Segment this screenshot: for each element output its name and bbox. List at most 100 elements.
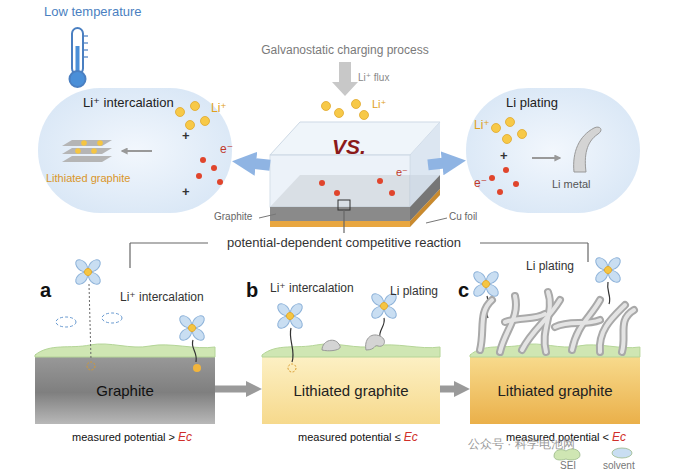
bracket-line xyxy=(130,210,588,268)
cell-box xyxy=(389,190,395,196)
reaction-arrow xyxy=(428,162,453,165)
solvent-molecule xyxy=(65,247,630,350)
thermometer-icon xyxy=(70,71,86,87)
leader-line xyxy=(259,214,276,218)
electrode-slab: Graphite xyxy=(35,354,215,424)
electrode-slab: Lithiated graphite xyxy=(470,354,640,424)
reaction-arrow xyxy=(245,163,270,166)
panel-letter: c xyxy=(458,278,469,302)
potential-symbol: Ec xyxy=(612,430,626,444)
node-heading: Lithiated graphite xyxy=(470,382,640,400)
desolvation-mark xyxy=(56,317,76,327)
legend-swatch xyxy=(554,449,580,460)
cell-box xyxy=(410,122,440,227)
cell-box xyxy=(410,189,440,227)
desolvation-mark xyxy=(487,296,488,318)
desolvation-mark xyxy=(102,313,122,323)
bracket-line xyxy=(480,242,588,243)
process-label: Li⁺ intercalation xyxy=(120,290,204,304)
solvent-molecule xyxy=(585,247,630,292)
li-plating xyxy=(322,340,340,351)
li-dendrite xyxy=(600,305,625,352)
desolvation-mark xyxy=(608,282,610,304)
reaction-bubble: Li⁺ intercalationLithiated graphite xyxy=(38,88,232,213)
panel-letter: a xyxy=(40,278,51,302)
flux-arrow xyxy=(332,62,358,96)
li-ion xyxy=(335,109,344,118)
section-label: potential-dependent competitive reaction xyxy=(227,235,461,251)
bracket-line xyxy=(130,242,208,243)
li-ion xyxy=(352,100,361,109)
node-heading: Lithiated graphite xyxy=(262,382,440,400)
part-label: Cu foil xyxy=(449,211,477,223)
condition-caption: measured potential ≤ xyxy=(298,431,401,444)
ion-label: Li⁺ xyxy=(372,98,386,111)
li-dendrite xyxy=(500,296,516,352)
condition-caption: measured potential > xyxy=(72,431,175,444)
cell-box xyxy=(334,190,340,196)
electrode-slab: Lithiated graphite xyxy=(262,354,440,424)
node-text: Lithiated graphite xyxy=(46,172,130,185)
node-heading: Li plating xyxy=(506,95,558,111)
li-dendrite xyxy=(545,292,550,352)
bracket-line xyxy=(129,243,130,268)
li-dendrite xyxy=(500,296,516,352)
li-dendrite xyxy=(505,314,545,322)
cell-box xyxy=(319,180,325,186)
node-heading: Graphite xyxy=(35,382,215,400)
plus-sign: + xyxy=(500,148,508,164)
li-dendrite xyxy=(522,300,560,350)
li-dendrite xyxy=(622,310,634,352)
li-dendrite xyxy=(555,320,600,327)
cell-box xyxy=(270,207,410,221)
cell-box xyxy=(270,221,410,227)
li-dendrite xyxy=(522,300,560,350)
li-plating xyxy=(366,335,385,350)
thermometer-icon xyxy=(76,46,80,74)
potential-symbol: Ec xyxy=(404,430,418,444)
plus-sign: + xyxy=(182,184,190,200)
solvent-molecule xyxy=(169,305,214,350)
li-dendrite xyxy=(480,300,492,350)
watermark: 公众号 · 科学电池网 xyxy=(468,437,575,451)
progress-arrow xyxy=(440,386,461,393)
li-dendrite xyxy=(572,300,600,350)
thermometer-icon xyxy=(70,28,89,87)
panel-letter: b xyxy=(246,278,258,302)
node-text: Li metal xyxy=(552,178,591,191)
leader-line xyxy=(426,218,447,223)
li-dendrite xyxy=(555,320,600,327)
li-ion xyxy=(360,111,369,120)
ion-label: Li⁺ xyxy=(474,118,490,132)
electron-label: e⁻ xyxy=(396,166,408,179)
solvent-molecule xyxy=(267,293,312,338)
li-plating xyxy=(322,335,384,351)
li-dendrite xyxy=(572,300,600,350)
solvent-molecule xyxy=(463,261,508,306)
legend-swatch-frame xyxy=(552,447,582,461)
li-dendrite xyxy=(480,300,492,350)
thermometer-icon xyxy=(72,28,83,74)
condition-label: Low temperature xyxy=(44,4,142,20)
bracket-line xyxy=(587,243,588,262)
li-dendrite xyxy=(480,292,634,352)
li-dendrite xyxy=(545,292,550,352)
legend-text: solvent xyxy=(603,460,635,472)
process-label: Li plating xyxy=(390,284,438,298)
electron-label: e⁻ xyxy=(220,142,233,156)
cell-box xyxy=(410,175,440,221)
bracket-line xyxy=(343,210,344,233)
part-label: Graphite xyxy=(214,211,252,223)
thermometer-icon xyxy=(84,56,88,57)
cell-box xyxy=(377,178,383,184)
legend-swatch xyxy=(612,448,632,458)
li-dendrite xyxy=(480,292,634,352)
ion-label: Li⁺ xyxy=(211,101,227,115)
plus-sign: + xyxy=(182,128,190,144)
cell-box xyxy=(270,122,440,227)
desolvation-mark xyxy=(380,318,385,338)
process-label: Li plating xyxy=(526,259,574,273)
leader-line xyxy=(259,214,447,223)
node-heading: Li⁺ intercalation xyxy=(83,95,174,111)
